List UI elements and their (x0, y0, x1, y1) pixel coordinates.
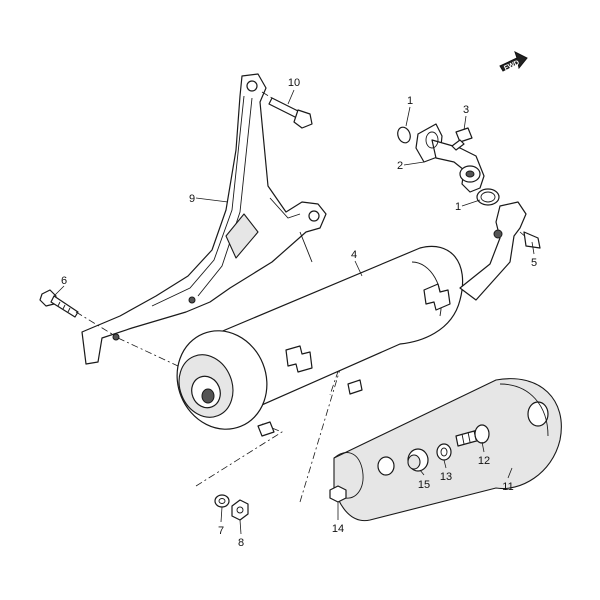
collar-15 (407, 448, 429, 472)
alignment-line-bracket-bolt (75, 311, 113, 335)
callout-13: 13 (440, 471, 452, 483)
exhaust-pipe (459, 201, 541, 301)
callout-labels: 10 1 3 2 1 9 4 5 6 15 13 12 11 14 7 8 (61, 77, 537, 549)
exhaust-joint-pipe (415, 123, 485, 193)
callout-1-upper: 1 (407, 95, 413, 107)
nut-8 (231, 499, 249, 521)
alignment-line-heat-shield (299, 335, 351, 503)
bracket-bolt-6 (39, 289, 79, 318)
fwd-label: FWD (503, 59, 520, 72)
fwd-arrow-icon: FWD (499, 51, 528, 72)
washer-13 (436, 443, 452, 461)
callout-1-lower: 1 (455, 201, 461, 213)
flange-bolt-3 (451, 127, 473, 151)
callout-4: 4 (351, 249, 357, 261)
callout-3: 3 (463, 104, 469, 116)
leader-lines (53, 89, 535, 535)
callout-5: 5 (531, 257, 537, 269)
gasket-upper (397, 126, 411, 144)
callout-9: 9 (189, 193, 195, 205)
callout-10: 10 (288, 77, 300, 89)
callout-7: 7 (218, 525, 224, 537)
muffler-bracket (81, 73, 327, 365)
callout-8: 8 (238, 537, 244, 549)
callout-6: 6 (61, 275, 67, 287)
washer-7 (214, 494, 230, 508)
alignment-line-bolt-10 (261, 91, 273, 99)
shield-bolt-12 (455, 424, 490, 447)
callout-11: 11 (502, 481, 513, 493)
muffler (176, 245, 464, 437)
gasket-lower (476, 188, 500, 206)
callout-15: 15 (418, 479, 430, 491)
callout-14: 14 (332, 523, 344, 535)
callout-12: 12 (478, 455, 490, 467)
alignment-line-bracket-muffler (117, 337, 179, 367)
nut-14 (329, 485, 347, 503)
callout-2: 2 (397, 160, 403, 172)
bracket-bolt-10 (268, 97, 313, 129)
